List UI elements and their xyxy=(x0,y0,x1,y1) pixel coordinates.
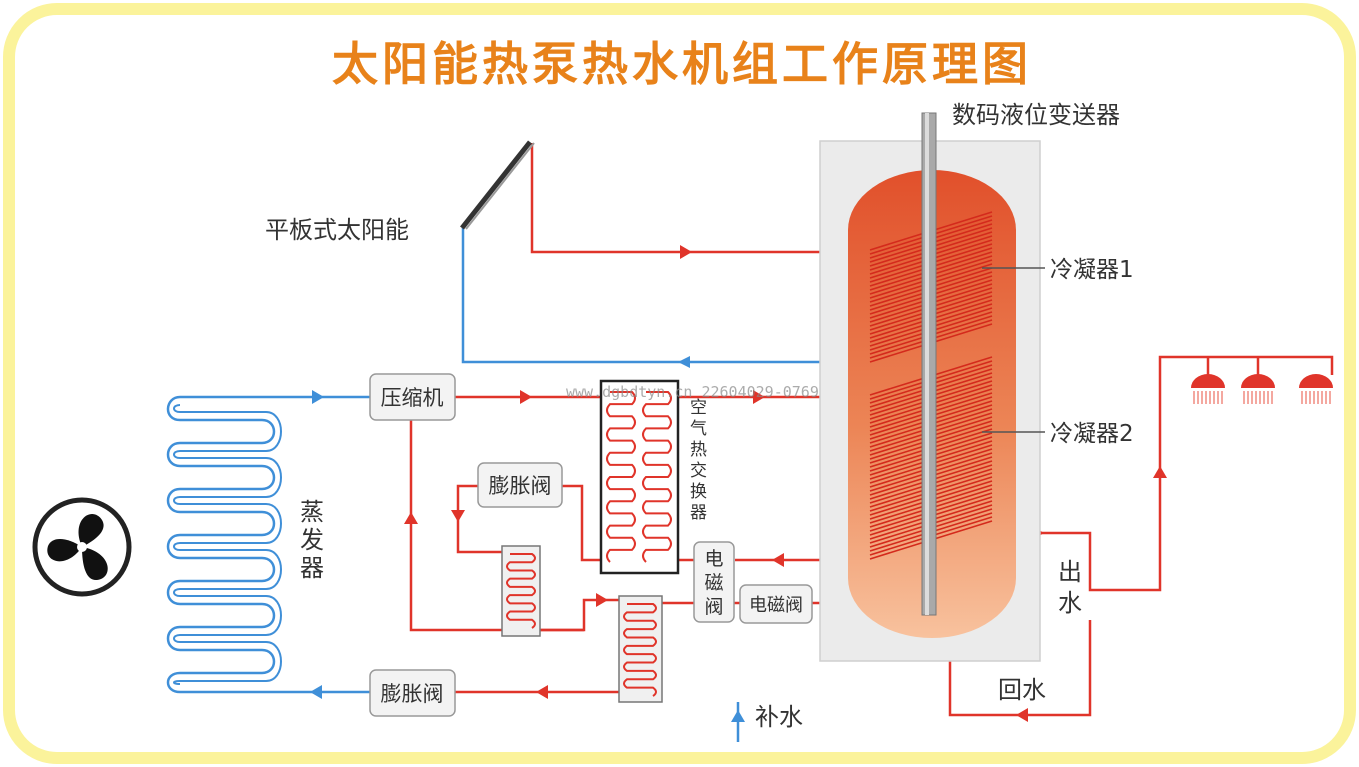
label-evaporator: 蒸发器 xyxy=(300,498,324,582)
label-level-transmitter: 数码液位变送器 xyxy=(952,101,1120,129)
cold-pipes xyxy=(180,226,870,742)
arrow-evaporator-out xyxy=(312,390,324,404)
arrow-to-expansion-lower xyxy=(536,685,548,699)
cold-arrows xyxy=(310,356,745,722)
solenoid-valve-horizontal[interactable]: 电磁阀 xyxy=(739,584,813,624)
label-air-exchanger: 空气热交换器 xyxy=(690,398,707,523)
arrow-to-evaporator xyxy=(310,685,322,699)
evaporator-coil xyxy=(166,395,276,694)
evaporator-coil-inner xyxy=(173,404,282,685)
arrow-solar-return xyxy=(678,356,690,368)
expansion-valve-lower[interactable]: 膨胀阀 xyxy=(369,669,456,717)
arrow-compressor-out xyxy=(520,390,532,404)
plate-exchanger-lower-coil xyxy=(623,603,657,697)
fan-icon xyxy=(32,497,132,597)
expansion-valve-upper-label: 膨胀阀 xyxy=(489,474,552,498)
solar-panel xyxy=(460,140,535,230)
expansion-valve-lower-label: 膨胀阀 xyxy=(381,682,444,706)
solenoid-valve-vertical-label: 电磁阀 xyxy=(704,548,723,618)
arrow-makeup xyxy=(731,710,745,722)
arrow-condenser2-in xyxy=(753,390,765,404)
watermark: www.dgbdtyn.cn 22604029-0769 xyxy=(566,383,819,401)
compressor-label: 压缩机 xyxy=(381,386,444,410)
label-return: 回水 xyxy=(998,676,1046,704)
arrow-outlet-up xyxy=(1153,466,1167,478)
plate-exchanger-small-coil xyxy=(506,553,536,629)
expansion-valve-upper[interactable]: 膨胀阀 xyxy=(477,462,563,508)
solenoid-valve-vertical[interactable]: 电磁阀 xyxy=(693,541,735,623)
label-condenser2: 冷凝器2 xyxy=(1050,421,1134,447)
air-heat-exchanger-coil xyxy=(606,391,672,563)
arrow-to-exchanger xyxy=(596,593,608,607)
label-solar-panel: 平板式太阳能 xyxy=(265,216,409,244)
arrow-expansion-down xyxy=(451,510,465,522)
compressor[interactable]: 压缩机 xyxy=(369,373,456,421)
arrow-compressor-loop xyxy=(404,512,418,524)
label-outlet: 出水 xyxy=(1058,558,1082,617)
solenoid-valve-horizontal-label: 电磁阀 xyxy=(749,595,803,616)
diagram-title: 太阳能热泵热水机组工作原理图 xyxy=(332,37,1032,91)
label-makeup: 补水 xyxy=(755,703,803,731)
arrow-return xyxy=(1016,708,1028,722)
arrow-tank-out xyxy=(772,553,784,567)
arrow-solar-supply xyxy=(680,245,692,259)
level-sensor-rod-highlight xyxy=(925,113,929,615)
shower-head-icon xyxy=(1191,374,1333,404)
hot-arrows xyxy=(404,245,1167,722)
label-condenser1: 冷凝器1 xyxy=(1050,257,1134,283)
